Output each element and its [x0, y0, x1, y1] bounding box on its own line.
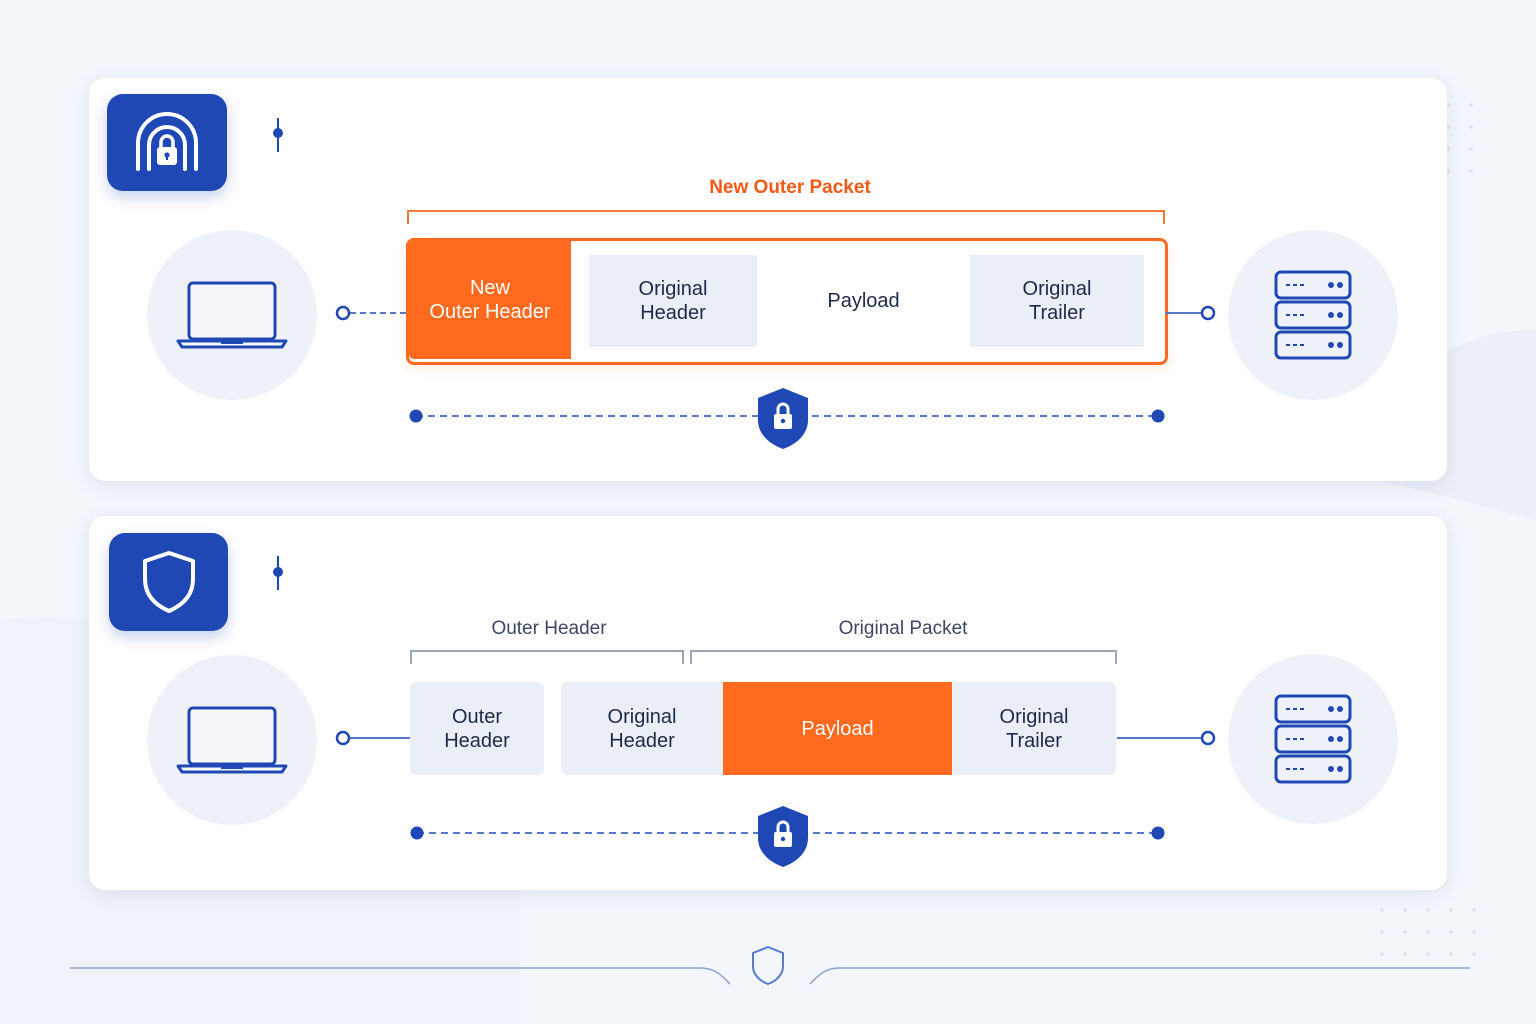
- bracket-label-outer-header: Outer Header: [491, 618, 607, 639]
- destination-server: [1228, 230, 1398, 400]
- segment-original-trailer: Original Trailer: [970, 255, 1144, 347]
- laptop-icon: [176, 281, 288, 349]
- laptop-icon: [176, 706, 288, 774]
- bracket-label-original-packet: Original Packet: [838, 618, 968, 639]
- segment-original-header: Original Header: [589, 255, 757, 347]
- segment-new-outer-header: New Outer Header: [409, 241, 571, 359]
- bracket-label-new-outer-packet: New Outer Packet: [709, 177, 871, 198]
- segment-payload: Payload: [757, 255, 970, 347]
- segment-original-trailer-2: Original Trailer: [952, 682, 1116, 775]
- shield-icon: [109, 533, 228, 631]
- source-laptop: [147, 230, 317, 400]
- segment-payload-2: Payload: [723, 682, 952, 775]
- source-laptop-2: [147, 655, 317, 825]
- server-icon: [1274, 694, 1352, 784]
- tunnel-lock-icon: [107, 94, 227, 191]
- server-icon: [1274, 270, 1352, 360]
- dot-grid-bottom-right: [1380, 908, 1476, 956]
- destination-server-2: [1228, 654, 1398, 824]
- segment-outer-header: Outer Header: [410, 682, 544, 775]
- segment-original-header-2: Original Header: [561, 682, 723, 775]
